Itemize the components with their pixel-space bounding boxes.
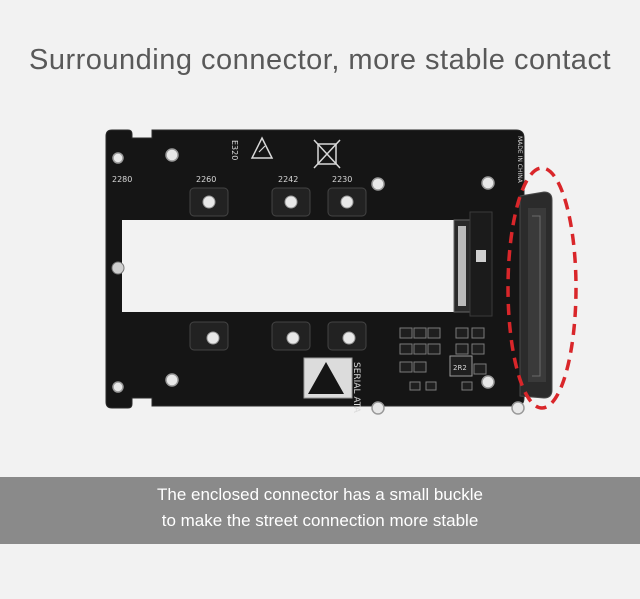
caption-line-2: to make the street connection more stabl… (161, 511, 479, 530)
caption-band: The enclosed connector has a small buckl… (0, 477, 640, 544)
headline: Surrounding connector, more stable conta… (29, 44, 611, 76)
m2-slot-connector (453, 211, 493, 317)
inductor (449, 355, 473, 377)
mirror-code: E320 (230, 140, 239, 160)
mounting-holes (112, 148, 525, 415)
marker-2280: 2280 (112, 175, 132, 184)
made-in-label: MADE IN CHINA (516, 136, 523, 184)
standoff-pads (111, 187, 367, 351)
marker-2260: 2260 (196, 175, 216, 184)
m2-card-cutout (122, 220, 454, 312)
marker-2230: 2230 (332, 175, 352, 184)
highlight-ellipse (506, 166, 578, 410)
logo-text: SERIAL ATA (351, 362, 361, 414)
pcb-adapter-photo: 2280 2260 2242 2230 E320 (105, 129, 578, 415)
serial-ata-logo: SERIAL ATA (303, 357, 361, 414)
weee-crossed-bin-icon (313, 139, 341, 169)
smd-components (399, 327, 487, 391)
marker-2242: 2242 (278, 175, 298, 184)
inductor-label: 2R2 (453, 364, 467, 372)
sata-connector (519, 191, 553, 399)
caption-line-1: The enclosed connector has a small buckl… (156, 485, 483, 504)
esd-warning-icon (250, 136, 274, 159)
